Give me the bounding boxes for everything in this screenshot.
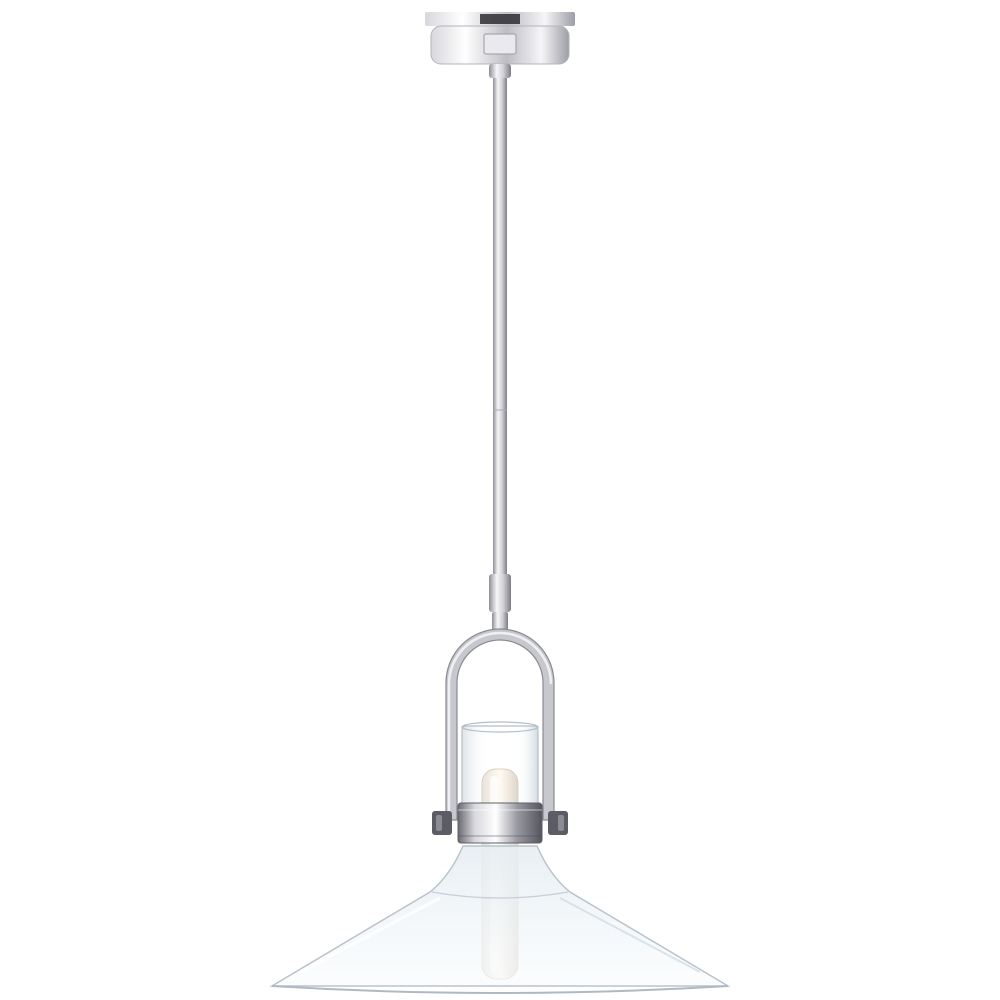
- down-rod: [489, 64, 511, 634]
- ceiling-canopy: [425, 12, 575, 65]
- glass-cone-shade: [269, 845, 731, 994]
- collar-band: [457, 802, 543, 844]
- pivot-knobs: [432, 811, 568, 835]
- arched-hanger: [445, 628, 555, 821]
